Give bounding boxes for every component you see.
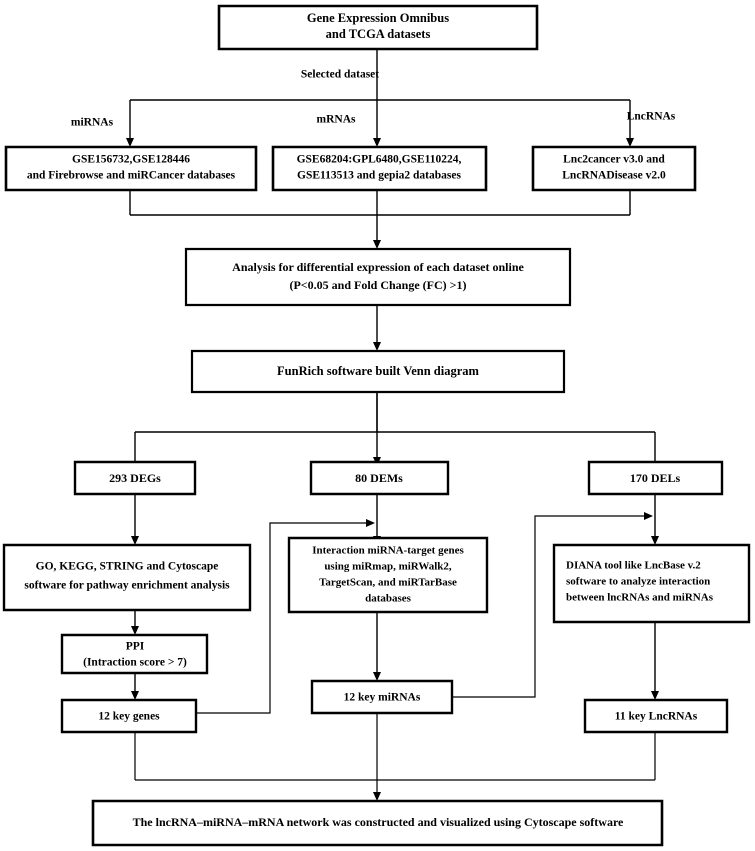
- dels-label: 170 DELs: [630, 471, 681, 485]
- source-datasets-line-2: and TCGA datasets: [326, 27, 431, 41]
- differential-analysis-box: [186, 249, 570, 305]
- final-network-label: The lncRNA–miRNA–mRNA network was constr…: [133, 815, 624, 829]
- edge-label-lncrnas: LncRNAs: [627, 111, 676, 123]
- venn-diagram-label: FunRich software built Venn diagram: [277, 364, 479, 378]
- key-mirnas-box: [312, 681, 452, 713]
- edge-label-mirnas: miRNAs: [71, 117, 114, 129]
- arrowhead-to-mrna-db: [373, 138, 381, 147]
- edge-label-mrnas: mRNAs: [317, 114, 356, 126]
- mirna-databases-box: [6, 147, 256, 190]
- node-source-datasets: Gene Expression Omnibus and TCGA dataset…: [219, 6, 537, 49]
- pathway-enrichment-box: [4, 545, 250, 610]
- venn-diagram-box: [192, 351, 564, 392]
- arrowhead-keymirnas-join: [644, 512, 653, 520]
- node-differential-analysis: Analysis for differential expression of …: [186, 249, 570, 305]
- lncrna-databases-line-1: Lnc2cancer v3.0 and: [563, 154, 665, 166]
- mrna-databases-line-2: GSE113513 and gepia2 databases: [297, 170, 461, 182]
- node-mirna-databases: GSE156732,GSE128446 and Firebrowse and m…: [6, 147, 256, 190]
- ppi-line-1: PPI: [126, 641, 145, 653]
- node-lncrna-databases: Lnc2cancer v3.0 and LncRNADisease v2.0: [533, 147, 695, 190]
- diana-tool-line-1: DIANA tool like LncBase v.2: [566, 560, 701, 572]
- degs-label: 293 DEGs: [109, 471, 161, 485]
- arrowhead-to-keylncrnas: [651, 691, 659, 700]
- arrowhead-to-final-network: [373, 792, 381, 801]
- node-final-network: The lncRNA–miRNA–mRNA network was constr…: [93, 801, 662, 845]
- mirna-target-interaction-box: [289, 538, 487, 612]
- arrowhead-to-keygenes: [131, 691, 139, 700]
- node-mrna-databases: GSE68204:GPL6480,GSE110224, GSE113513 an…: [273, 147, 486, 190]
- edge-label-selected-dataset: Selected dataset: [301, 69, 379, 81]
- mirna-target-interaction-line-2: using miRmap, miRWalk2,: [324, 561, 452, 573]
- connector-keygenes-to-interaction: [196, 522, 368, 714]
- diana-tool-line-2: software to analyze interaction: [566, 576, 710, 588]
- connector-layer: [126, 49, 659, 801]
- source-datasets-box: [219, 6, 537, 49]
- pathway-enrichment-line-1: GO, KEGG, STRING and Cytoscape: [36, 561, 219, 573]
- mirna-target-interaction-line-4: databases: [365, 593, 412, 605]
- pathway-enrichment-line-2: software for pathway enrichment analysis: [24, 580, 230, 592]
- node-venn-diagram: FunRich software built Venn diagram: [192, 351, 564, 392]
- node-pathway-enrichment: GO, KEGG, STRING and Cytoscape software …: [4, 545, 250, 610]
- key-lncrnas-box: [585, 700, 727, 732]
- lncrna-databases-box: [533, 147, 695, 190]
- connector-keymirnas-to-diana: [452, 515, 646, 698]
- key-genes-label: 12 key genes: [98, 711, 160, 723]
- differential-analysis-line-1: Analysis for differential expression of …: [232, 260, 524, 274]
- node-mirna-target-interaction: Interaction miRNA-target genes using miR…: [289, 538, 487, 612]
- diana-tool-line-3: between lncRNAs and miRNAs: [566, 592, 714, 604]
- node-dems: 80 DEMs: [311, 462, 448, 494]
- mirna-databases-line-2: and Firebrowse and miRCancer databases: [27, 170, 236, 182]
- lncrna-databases-line-2: LncRNADisease v2.0: [562, 170, 666, 182]
- mrna-databases-line-1: GSE68204:GPL6480,GSE110224,: [297, 154, 462, 166]
- arrowhead-to-analysis: [373, 240, 381, 249]
- node-ppi: PPI (Intraction score > 7): [62, 635, 207, 673]
- node-key-lncrnas: 11 key LncRNAs: [585, 700, 727, 732]
- node-degs: 293 DEGs: [75, 462, 195, 494]
- dems-box: [311, 462, 448, 494]
- node-key-genes: 12 key genes: [62, 700, 196, 732]
- arrowhead-to-diana: [651, 536, 659, 545]
- mrna-databases-box: [273, 147, 486, 190]
- dems-label: 80 DEMs: [355, 471, 403, 485]
- key-mirnas-label: 12 key miRNAs: [344, 692, 421, 704]
- mirna-databases-line-1: GSE156732,GSE128446: [72, 154, 190, 166]
- node-dels: 170 DELs: [589, 462, 722, 494]
- key-lncrnas-label: 11 key LncRNAs: [615, 711, 698, 723]
- node-key-mirnas: 12 key miRNAs: [312, 681, 452, 713]
- mirna-target-interaction-line-1: Interaction miRNA-target genes: [312, 545, 464, 557]
- arrowhead-to-mirna-db: [126, 138, 134, 147]
- ppi-box: [62, 635, 207, 673]
- arrowhead-to-keymirnas: [373, 672, 381, 681]
- dels-box: [589, 462, 722, 494]
- arrowhead-to-lncrna-db: [626, 138, 634, 147]
- final-network-box: [93, 801, 662, 845]
- degs-box: [75, 462, 195, 494]
- ppi-line-2: (Intraction score > 7): [83, 657, 187, 669]
- arrowhead-to-venn: [373, 342, 381, 351]
- arrowhead-to-ppi: [131, 626, 139, 635]
- differential-analysis-line-2: (P<0.05 and Fold Change (FC) >1): [289, 278, 466, 292]
- key-genes-box: [62, 700, 196, 732]
- source-datasets-line-1: Gene Expression Omnibus: [307, 11, 449, 25]
- arrowhead-keygenes-join: [366, 519, 375, 527]
- node-diana-tool: DIANA tool like LncBase v.2 software to …: [554, 545, 749, 622]
- diana-tool-box: [554, 545, 749, 622]
- mirna-target-interaction-line-3: TargetScan, and miRTarBase: [319, 577, 457, 589]
- arrowhead-to-enrichment: [131, 536, 139, 545]
